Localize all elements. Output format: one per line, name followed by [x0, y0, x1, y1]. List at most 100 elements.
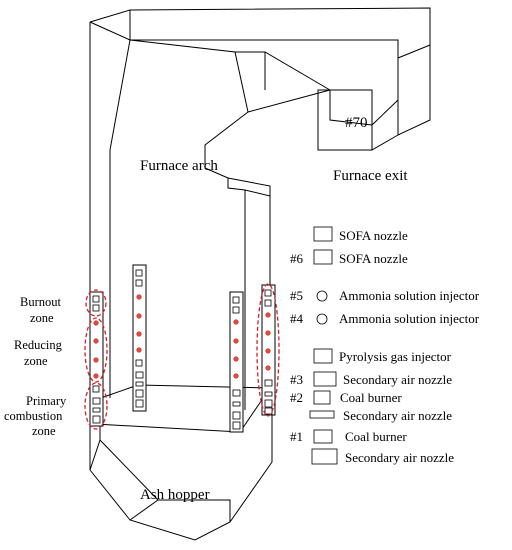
legend-symbol-square: [313, 249, 333, 265]
burnout-zone-label: Burnout zone: [20, 295, 64, 325]
nozzle-square: [232, 389, 241, 397]
injector-dot: [265, 330, 271, 336]
reducing-zone-line: zone: [24, 354, 48, 368]
legend-id: #3: [290, 372, 303, 387]
legend-symbol-square-small: [313, 429, 333, 444]
legend-symbol-square: [313, 226, 333, 242]
column-nozzles: [92, 269, 273, 430]
nozzle-square: [135, 371, 144, 379]
ash-hopper-walls: [89, 420, 273, 522]
injector-dot: [233, 319, 239, 325]
legend-symbol-flat: [309, 410, 335, 419]
burnout-zone-outline: [85, 289, 107, 317]
injector-dot: [93, 357, 99, 363]
reducing-zone-line: Reducing: [14, 338, 63, 352]
injector-dot: [136, 347, 142, 353]
injector-dot: [265, 348, 271, 354]
burner-plane: [94, 384, 271, 433]
injector-dot: [265, 365, 271, 371]
nozzle-square: [264, 391, 273, 397]
injector-dot: [265, 312, 271, 318]
nozzle-square: [92, 385, 100, 393]
primary-zone-line: combustion: [4, 409, 63, 423]
nozzle-square: [92, 397, 101, 405]
nozzle-square: [232, 411, 241, 420]
nozzle-square: [232, 421, 241, 430]
injector-dot: [93, 338, 99, 344]
nozzle-square: [135, 279, 143, 287]
legend-symbol-circle: [316, 290, 328, 302]
legend: SOFA nozzle #6 SOFA nozzle #5 Ammonia so…: [290, 226, 480, 465]
legend-symbol-circle: [316, 313, 328, 325]
burnout-zone-line: Burnout: [20, 295, 62, 309]
legend-id: #4: [290, 311, 304, 326]
nozzle-square: [135, 269, 143, 277]
legend-text: SOFA nozzle: [339, 228, 408, 243]
nozzle-square: [92, 295, 100, 303]
nozzle-square: [92, 407, 101, 413]
burner-column-rear-left: [132, 264, 147, 412]
injector-dots: [93, 294, 271, 379]
legend-text: Ammonia solution injector: [339, 311, 480, 326]
nozzle-square: [92, 304, 100, 312]
burnout-zone-line: zone: [30, 311, 54, 325]
legend-text: Coal burner: [345, 429, 407, 444]
legend-id: #1: [290, 429, 303, 444]
nozzle-square: [232, 401, 241, 407]
nozzle-square: [135, 359, 143, 367]
legend-text: Coal burner: [340, 390, 402, 405]
nozzle-square: [135, 381, 144, 387]
primary-zone-outline: [84, 382, 108, 430]
injector-dot: [93, 373, 99, 379]
nozzle-square: [135, 399, 144, 408]
primary-zone-line: zone: [32, 424, 56, 438]
nozzle-square: [135, 389, 144, 398]
burner-columns: [89, 264, 276, 433]
exit-point-label: #70: [345, 115, 368, 131]
nozzle-square: [232, 296, 240, 304]
legend-text: Secondary air nozzle: [345, 450, 454, 465]
furnace-wireframe: [89, 7, 431, 541]
legend-symbol-wide: [311, 448, 338, 465]
nozzle-square: [264, 399, 273, 408]
primary-zone-line: Primary: [26, 394, 67, 408]
legend-text: Ammonia solution injector: [339, 288, 480, 303]
nozzle-square: [92, 415, 101, 424]
primary-zone-label: Primary combustion zone: [4, 394, 69, 438]
furnace-exit-box: [317, 89, 373, 151]
nozzle-square: [232, 306, 240, 314]
legend-symbol-square-small: [313, 390, 331, 405]
injector-dot: [233, 373, 239, 379]
nozzle-square: [264, 289, 272, 297]
legend-text: Secondary air nozzle: [343, 408, 452, 423]
furnace-front-edge: [109, 39, 131, 398]
furnace-arch-label: Furnace arch: [140, 158, 218, 174]
zone-outlines: [84, 283, 280, 430]
furnace-exit-label: Furnace exit: [333, 168, 408, 184]
nozzle-square: [264, 299, 272, 307]
right-wall-zone-outline: [256, 283, 280, 417]
ash-hopper-label: Ash hopper: [140, 487, 210, 503]
injector-dot: [93, 320, 99, 326]
legend-text: SOFA nozzle: [339, 251, 408, 266]
legend-text: Secondary air nozzle: [343, 372, 452, 387]
nozzle-square: [264, 379, 273, 387]
legend-text: Pyrolysis gas injector: [339, 349, 452, 364]
rear-flue: [371, 45, 431, 151]
injector-dot: [233, 338, 239, 344]
injector-dot: [136, 294, 142, 300]
injector-dot: [136, 331, 142, 337]
nozzle-square: [264, 407, 273, 415]
injector-dot: [233, 356, 239, 362]
reducing-zone-outline: [84, 317, 108, 383]
horizontal-pass: [129, 39, 331, 113]
reducing-zone-label: Reducing zone: [14, 338, 65, 368]
legend-symbol-square: [313, 371, 337, 387]
legend-id: #5: [290, 288, 303, 303]
legend-id: #6: [290, 251, 304, 266]
furnace-roof: [89, 7, 431, 59]
legend-symbol-square: [313, 348, 333, 364]
legend-id: #2: [290, 390, 303, 405]
burner-column-rear-right: [229, 291, 244, 433]
